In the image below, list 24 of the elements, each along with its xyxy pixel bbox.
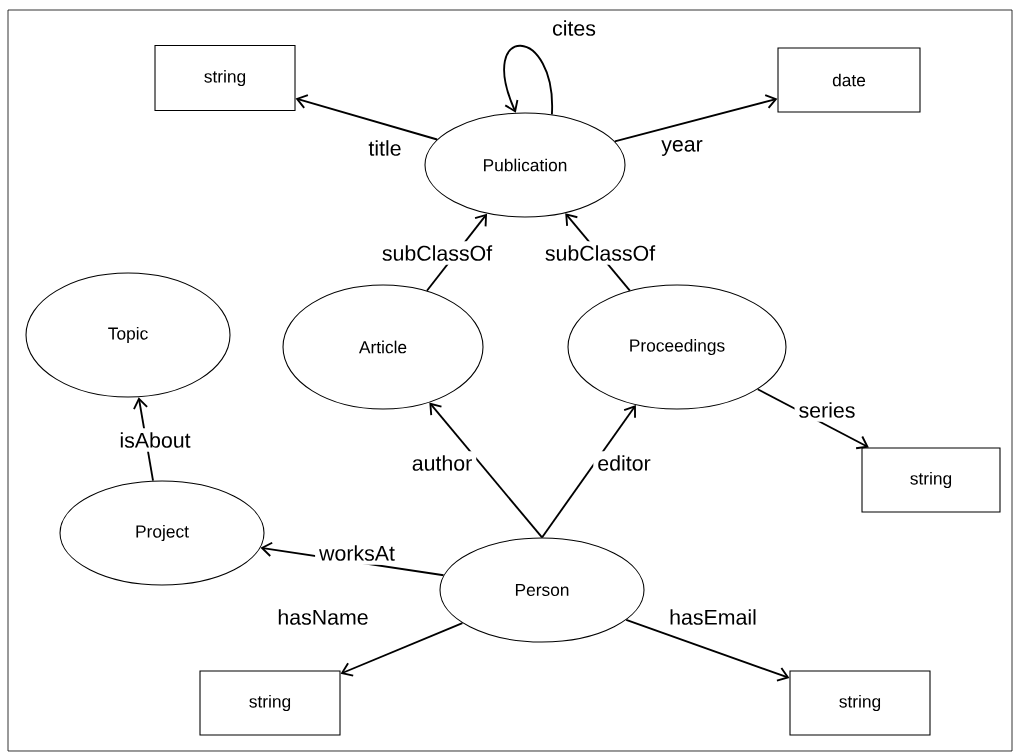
edge-label: series [794,398,860,422]
datatype-box: string [154,44,296,112]
edge-label: isAbout [115,428,195,452]
arrow [625,619,790,682]
edge-label: editor [593,451,655,475]
edge-label: subClassOf [377,241,497,265]
edge-label: cites [548,16,600,40]
edge-label: year [657,136,707,160]
arrow [429,402,543,539]
arrow [340,622,464,677]
arrow [503,44,553,116]
edge-label: hasEmail [665,605,761,629]
edge-label: subClassOf [540,241,660,265]
datatype-box: string [199,670,341,736]
arrow [613,94,778,143]
datatype-box: string [861,447,1001,513]
edge-label: author [407,451,477,475]
datatype-box: date [777,47,921,113]
edge-label: hasName [273,605,373,629]
edge-label: title [364,136,406,160]
arrow [541,404,636,539]
edge-label: worksAt [315,541,399,565]
arrow [295,94,439,141]
datatype-box: string [789,670,931,736]
